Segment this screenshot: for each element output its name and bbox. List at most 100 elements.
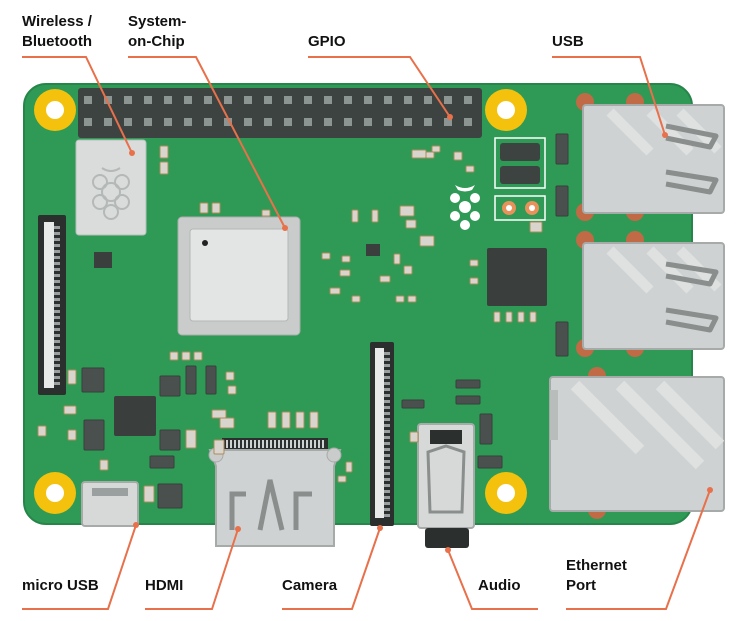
gpio-pin [84, 118, 92, 126]
gpio-pin [324, 118, 332, 126]
connector-pin [282, 440, 284, 448]
smd-component [405, 219, 417, 229]
connector-pin [54, 268, 60, 271]
smd-component [345, 461, 353, 473]
connector-pin [250, 440, 252, 448]
smd-component [37, 425, 47, 437]
connector-pin [54, 376, 60, 379]
smd-component [267, 411, 277, 429]
gpio-pin [404, 118, 412, 126]
smd-component [479, 413, 493, 445]
smd-component [159, 161, 169, 175]
connector-pin [310, 440, 312, 448]
smd-component [67, 369, 77, 385]
connector-pin [242, 440, 244, 448]
smd-component [143, 485, 155, 503]
connector-pin [54, 256, 60, 259]
gpio-pin [184, 96, 192, 104]
leader-lines [22, 56, 711, 610]
smd-component [453, 151, 463, 161]
smd-component [517, 311, 525, 323]
smd-component [219, 417, 235, 429]
connector-pin [266, 440, 268, 448]
smd-component [185, 429, 197, 449]
smd-component [193, 351, 203, 361]
connector-pin [384, 370, 390, 373]
smd-component [351, 295, 361, 303]
connector-pin [384, 460, 390, 463]
smd-component [555, 185, 569, 217]
connector-pin [54, 226, 60, 229]
smd-component [465, 165, 475, 173]
connector-pin [384, 502, 390, 505]
label-gpio: GPIO [308, 33, 346, 50]
jumper-pins [494, 137, 546, 221]
gpio-pin [104, 118, 112, 126]
connector-pin [230, 440, 232, 448]
smd-component [81, 367, 105, 393]
smd-component [321, 252, 331, 260]
gpio-pin [464, 96, 472, 104]
connector-pin [54, 280, 60, 283]
smd-component [419, 235, 435, 247]
smd-component [341, 255, 351, 263]
smd-component [211, 409, 227, 419]
gpio-pin [124, 118, 132, 126]
usb-port [576, 231, 725, 357]
connector-pin [274, 440, 276, 448]
gpio-pin [344, 96, 352, 104]
connector-pin [54, 292, 60, 295]
smd-component [455, 379, 481, 389]
gpio-pin [364, 118, 372, 126]
gpio-pin [284, 96, 292, 104]
connector-pin [384, 418, 390, 421]
smd-component [493, 311, 501, 323]
gpio-pin [304, 96, 312, 104]
smd-component [351, 209, 359, 223]
smd-component [455, 395, 481, 405]
mounting-hole [34, 89, 76, 131]
connector-pin [384, 412, 390, 415]
smd-component [431, 145, 441, 153]
connector-pin [54, 346, 60, 349]
hdmi-port [208, 438, 342, 547]
connector-pin [384, 514, 390, 517]
gpio-header [78, 88, 482, 138]
gpio-pin [244, 118, 252, 126]
smd-component [425, 151, 435, 159]
leader-line-soc [128, 56, 286, 229]
connector-pin [306, 440, 308, 448]
connector-pin [254, 440, 256, 448]
connector-pin [258, 440, 260, 448]
connector-pin [384, 424, 390, 427]
connector-pin [294, 440, 296, 448]
connector-pin [54, 262, 60, 265]
connector-pin [384, 478, 390, 481]
gpio-pin [164, 96, 172, 104]
connector-pin [54, 370, 60, 373]
gpio-pin [244, 96, 252, 104]
gpio-pin [144, 96, 152, 104]
connector-pin [322, 440, 324, 448]
smd-component [505, 311, 513, 323]
connector-pin [384, 454, 390, 457]
smd-component [309, 411, 319, 429]
smd-component [67, 429, 77, 441]
connector-pin [262, 440, 264, 448]
smd-component [469, 259, 479, 267]
connector-pin [246, 440, 248, 448]
connector-pin [54, 238, 60, 241]
system-on-chip [177, 216, 301, 336]
gpio-pin [84, 96, 92, 104]
gpio-pin [264, 96, 272, 104]
connector-pin [226, 440, 228, 448]
leader-line-camera [282, 527, 381, 610]
connector-pin [384, 442, 390, 445]
smd-component [339, 269, 351, 277]
smd-component [211, 202, 221, 214]
smd-component [213, 439, 225, 455]
passive-components [37, 133, 569, 509]
leader-line-wireless [22, 56, 133, 154]
connector-pin [234, 440, 236, 448]
power-chip [114, 396, 156, 436]
